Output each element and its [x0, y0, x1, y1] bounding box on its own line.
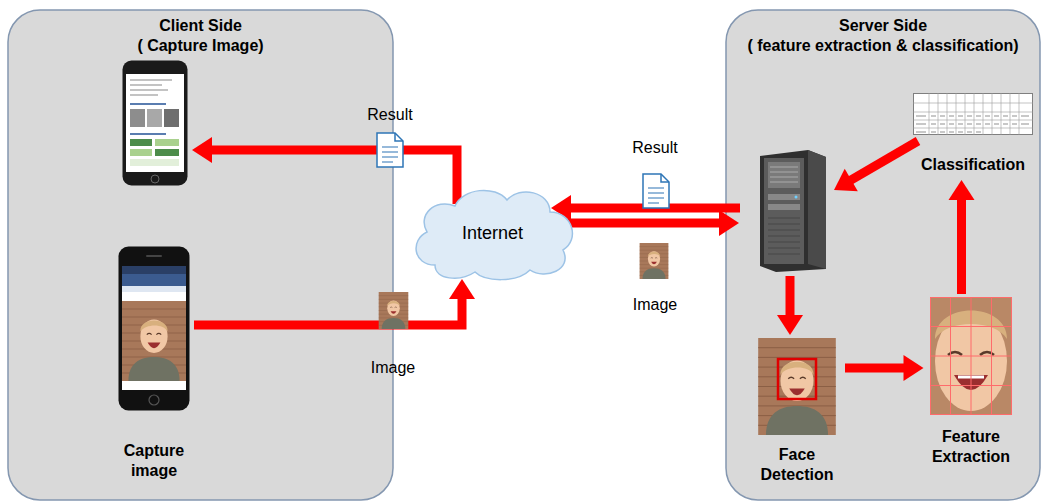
flow-arrow [555, 210, 739, 236]
panel-title: Server Side [726, 16, 1040, 36]
document-icon [377, 133, 403, 167]
flow-arrow [845, 355, 924, 381]
illustration [118, 246, 190, 411]
edge-label: Image [371, 358, 415, 378]
photo-thumbnail [640, 243, 669, 279]
phone-device [122, 60, 188, 186]
panel-title: ( Capture Image) [8, 36, 393, 56]
flow-arrow [949, 180, 975, 294]
illustration [742, 148, 827, 273]
edge-label: Result [367, 105, 412, 125]
edge-label: Image [633, 295, 677, 315]
node-label: Classification [921, 155, 1025, 175]
node-label: Internet [462, 223, 523, 243]
illustration [930, 297, 1012, 415]
illustration [913, 93, 1033, 135]
face-photo: Feature Extraction [930, 297, 1013, 467]
photo-thumbnail [379, 292, 409, 329]
flow-arrow [192, 137, 457, 204]
flow-arrow [194, 279, 475, 325]
panel-region: Client Side( Capture Image) Capture image [8, 10, 393, 500]
node-label: Feature Extraction [930, 427, 1013, 467]
panel-region: Server Side( feature extraction & classi… [726, 10, 1040, 500]
classification-table: Classification [912, 93, 1034, 175]
flow-arrow [777, 276, 803, 335]
panel-title: ( feature extraction & classification) [726, 36, 1040, 56]
illustration [122, 60, 188, 186]
face-photo: Face Detection [757, 338, 837, 485]
edge-label: Result [632, 138, 677, 158]
server-tower [742, 148, 827, 273]
node-label: Face Detection [757, 445, 837, 485]
internet-cloud: Internet [405, 180, 580, 285]
flow-arrow [834, 141, 918, 191]
illustration [757, 338, 837, 435]
node-label: Capture image [118, 441, 190, 481]
phone-device: Capture image [118, 246, 190, 481]
document-icon [643, 174, 669, 208]
panel-title: Client Side [8, 16, 393, 36]
